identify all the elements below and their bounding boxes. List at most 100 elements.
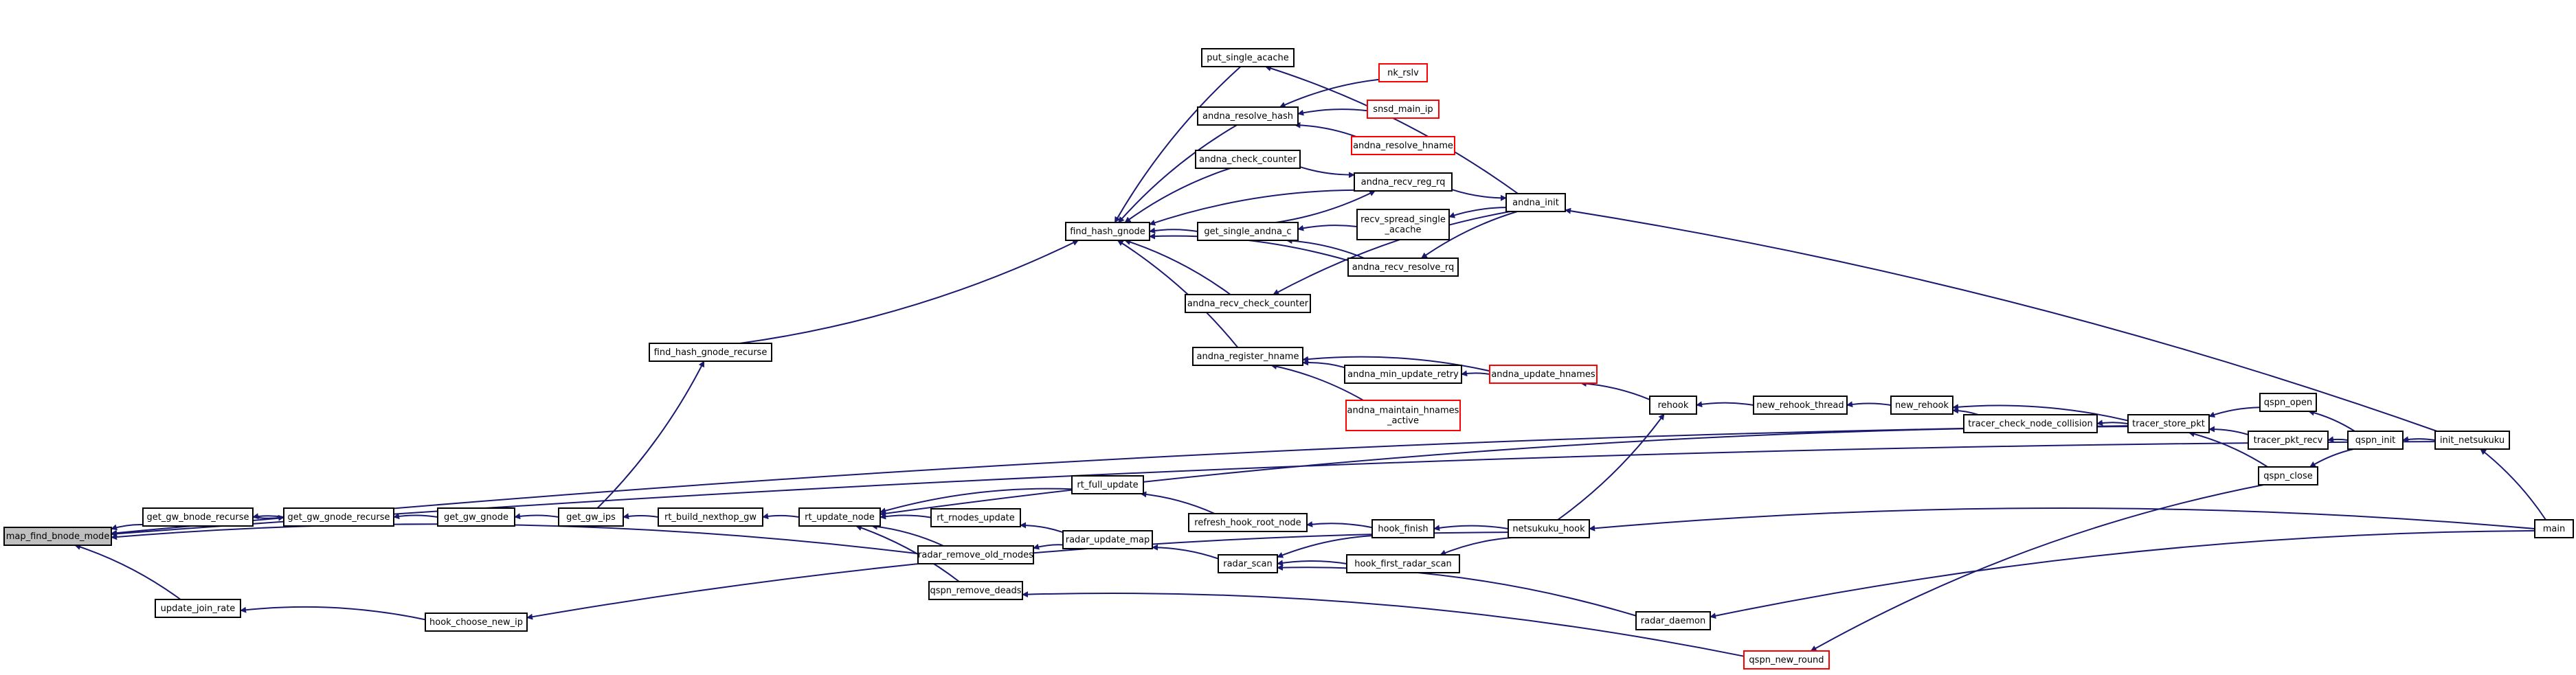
node-box[interactable] xyxy=(155,599,241,618)
node-andna-recv-reg-rq[interactable]: andna_recv_reg_rq xyxy=(1354,172,1453,192)
node-andna-maintain-hnames-active[interactable]: andna_maintain_hnames_active xyxy=(1345,400,1461,431)
node-radar-update-map[interactable]: radar_update_map xyxy=(1062,530,1153,549)
node-box[interactable] xyxy=(1346,554,1460,573)
node-box[interactable] xyxy=(2248,431,2329,450)
node-box[interactable] xyxy=(930,508,1021,527)
node-rt-update-node[interactable]: rt_update_node xyxy=(798,507,881,527)
node-get-gw-gnode-recurse[interactable]: get_gw_gnode_recurse xyxy=(283,507,394,527)
node-get-single-andna-c[interactable]: get_single_andna_c xyxy=(1197,222,1299,241)
node-box[interactable] xyxy=(1367,100,1440,119)
node-box[interactable] xyxy=(1743,650,1830,670)
node-andna-resolve-hname[interactable]: andna_resolve_hname xyxy=(1351,136,1455,155)
node-rt-rnodes-update[interactable]: rt_rnodes_update xyxy=(930,508,1021,527)
node-box[interactable] xyxy=(1505,193,1566,212)
node-get-gw-bnode-recurse[interactable]: get_gw_bnode_recurse xyxy=(142,507,254,527)
node-rt-full-update[interactable]: rt_full_update xyxy=(1071,475,1144,494)
node-box[interactable] xyxy=(1201,48,1295,67)
node-update-join-rate[interactable]: update_join_rate xyxy=(155,599,241,618)
node-box[interactable] xyxy=(1356,209,1450,240)
node-andna-check-counter[interactable]: andna_check_counter xyxy=(1195,150,1301,169)
node-rehook[interactable]: rehook xyxy=(1649,396,1697,415)
node-box[interactable] xyxy=(437,507,515,527)
node-hook-choose-new-ip[interactable]: hook_choose_new_ip xyxy=(425,613,528,632)
node-box[interactable] xyxy=(2127,414,2210,433)
node-box[interactable] xyxy=(1188,513,1308,532)
node-andna-resolve-hash[interactable]: andna_resolve_hash xyxy=(1197,106,1299,126)
node-find-hash-gnode-recurse[interactable]: find_hash_gnode_recurse xyxy=(649,343,772,362)
node-box[interactable] xyxy=(1065,222,1150,241)
node-new-rehook[interactable]: new_rehook xyxy=(1890,396,1953,415)
node-recv-spread-single-acache[interactable]: recv_spread_single_acache xyxy=(1356,209,1450,240)
node-tracer-store-pkt[interactable]: tracer_store_pkt xyxy=(2127,414,2210,433)
node-andna-recv-resolve-rq[interactable]: andna_recv_resolve_rq xyxy=(1347,258,1459,277)
node-box[interactable] xyxy=(1351,136,1455,155)
node-init-netsukuku[interactable]: init_netsukuku xyxy=(2434,431,2510,450)
node-box[interactable] xyxy=(1062,530,1153,549)
node-box[interactable] xyxy=(1378,63,1428,82)
node-radar-scan[interactable]: radar_scan xyxy=(1218,554,1278,573)
node-box[interactable] xyxy=(1508,519,1590,538)
node-box[interactable] xyxy=(928,581,1023,600)
node-box[interactable] xyxy=(1344,365,1462,384)
node-new-rehook-thread[interactable]: new_rehook_thread xyxy=(1753,396,1848,415)
node-put-single-acache[interactable]: put_single_acache xyxy=(1201,48,1295,67)
node-box[interactable] xyxy=(1197,106,1299,126)
node-andna-recv-check-counter[interactable]: andna_recv_check_counter xyxy=(1185,294,1311,313)
node-get-gw-gnode[interactable]: get_gw_gnode xyxy=(437,507,515,527)
node-box[interactable] xyxy=(2259,393,2317,412)
node-qspn-remove-deads[interactable]: qspn_remove_deads xyxy=(928,581,1023,600)
node-box[interactable] xyxy=(1197,222,1299,241)
node-box[interactable] xyxy=(283,507,394,527)
node-tracer-pkt-recv[interactable]: tracer_pkt_recv xyxy=(2248,431,2329,450)
node-box[interactable] xyxy=(658,507,763,527)
node-andna-init[interactable]: andna_init xyxy=(1505,193,1566,212)
node-box[interactable] xyxy=(1753,396,1848,415)
node-box[interactable] xyxy=(1185,294,1311,313)
node-box[interactable] xyxy=(2534,519,2574,538)
node-hook-finish[interactable]: hook_finish xyxy=(1371,519,1435,538)
node-tracer-check-node-collision[interactable]: tracer_check_node_collision xyxy=(1963,414,2098,433)
node-box[interactable] xyxy=(2434,431,2510,450)
node-box[interactable] xyxy=(1635,611,1711,630)
node-andna-min-update-retry[interactable]: andna_min_update_retry xyxy=(1344,365,1462,384)
node-qspn-open[interactable]: qspn_open xyxy=(2259,393,2317,412)
node-andna-update-hnames[interactable]: andna_update_hnames xyxy=(1489,365,1598,384)
node-box[interactable] xyxy=(1963,414,2098,433)
node-box[interactable] xyxy=(1354,172,1453,192)
node-netsukuku-hook[interactable]: netsukuku_hook xyxy=(1508,519,1590,538)
node-box[interactable] xyxy=(798,507,881,527)
node-box[interactable] xyxy=(1649,396,1697,415)
node-radar-daemon[interactable]: radar_daemon xyxy=(1635,611,1711,630)
node-box[interactable] xyxy=(1371,519,1435,538)
node-box[interactable] xyxy=(1489,365,1598,384)
node-map-find-bnode-mode[interactable]: map_find_bnode_mode xyxy=(3,527,112,546)
node-qspn-close[interactable]: qspn_close xyxy=(2258,466,2318,485)
node-box[interactable] xyxy=(142,507,254,527)
node-hook-first-radar-scan[interactable]: hook_first_radar_scan xyxy=(1346,554,1460,573)
node-box[interactable] xyxy=(1345,400,1461,431)
node-find-hash-gnode[interactable]: find_hash_gnode xyxy=(1065,222,1150,241)
node-andna-register-hname[interactable]: andna_register_hname xyxy=(1192,347,1303,366)
node-box[interactable] xyxy=(558,507,624,527)
node-qspn-new-round[interactable]: qspn_new_round xyxy=(1743,650,1830,670)
node-box[interactable] xyxy=(1890,396,1953,415)
node-box[interactable] xyxy=(1195,150,1301,169)
node-refresh-hook-root-node[interactable]: refresh_hook_root_node xyxy=(1188,513,1308,532)
node-box[interactable] xyxy=(3,527,112,546)
node-nk-rslv[interactable]: nk_rslv xyxy=(1378,63,1428,82)
node-snsd-main-ip[interactable]: snsd_main_ip xyxy=(1367,100,1440,119)
node-box[interactable] xyxy=(1347,258,1459,277)
node-main[interactable]: main xyxy=(2534,519,2574,538)
node-box[interactable] xyxy=(425,613,528,632)
node-box[interactable] xyxy=(1192,347,1303,366)
node-box[interactable] xyxy=(2258,466,2318,485)
node-qspn-init[interactable]: qspn_init xyxy=(2347,431,2404,450)
node-box[interactable] xyxy=(917,545,1034,564)
node-box[interactable] xyxy=(1071,475,1144,494)
node-get-gw-ips[interactable]: get_gw_ips xyxy=(558,507,624,527)
node-box[interactable] xyxy=(1218,554,1278,573)
node-box[interactable] xyxy=(2347,431,2404,450)
node-box[interactable] xyxy=(649,343,772,362)
node-rt-build-nexthop-gw[interactable]: rt_build_nexthop_gw xyxy=(658,507,763,527)
node-radar-remove-old-rnodes[interactable]: radar_remove_old_rnodes xyxy=(917,545,1034,564)
